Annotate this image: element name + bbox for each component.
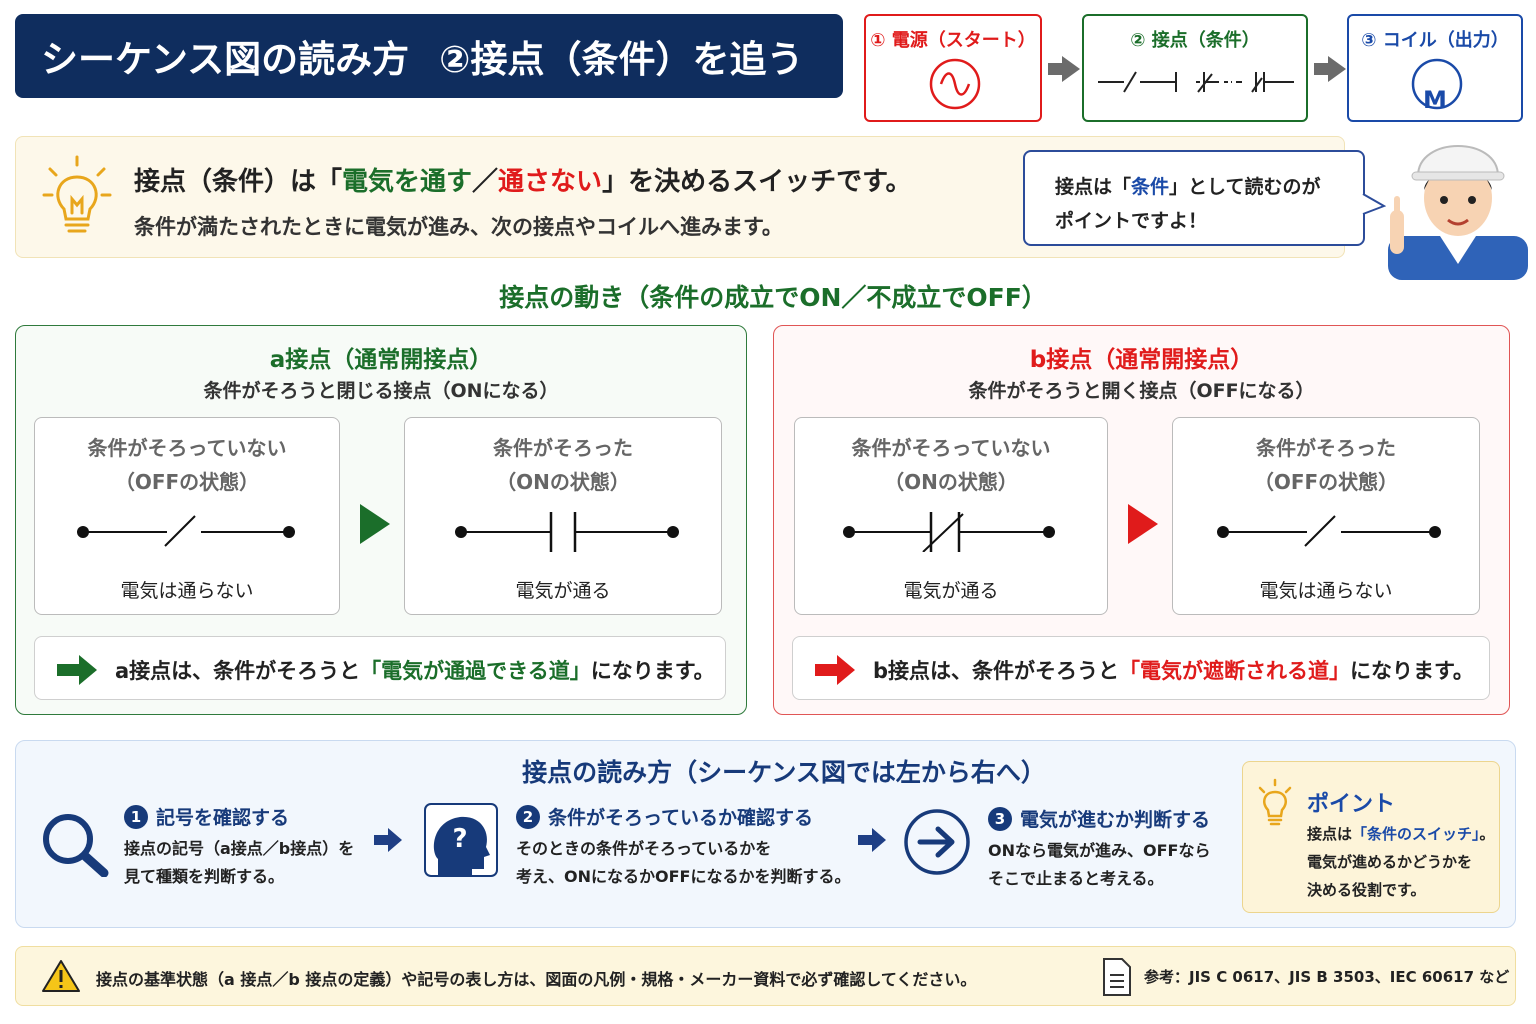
section-contact-motion-title: 接点の動き（条件の成立でON／不成立でOFF）: [499, 283, 1047, 312]
step-2-text: そのときの条件がそろっているかを考え、ONになるかOFFになるかを判断する。: [516, 839, 851, 886]
flow-coil-label: ③ コイル（出力）: [1361, 30, 1509, 51]
card-condition: 条件がそろっていない: [851, 436, 1051, 460]
a-contact-desc: 条件がそろうと閉じる接点（ONになる）: [203, 380, 559, 402]
red-arrow-icon: [815, 655, 855, 685]
intro-line-2: 条件が満たされたときに電気が進み、次の接点やコイルへ進みます。: [134, 215, 783, 239]
flow-coil-box: ③ コイル（出力） M: [1347, 14, 1523, 122]
flow-contact-box: ② 接点（条件）: [1082, 14, 1308, 122]
worker-character-illustration: [1388, 145, 1528, 280]
b-contact-note: b接点は、条件がそろうと「電気が遮断される道」になります。: [792, 636, 1490, 700]
ac-source-icon: [929, 58, 981, 110]
card-condition: 条件がそろった: [1256, 436, 1396, 460]
step-1-text: 接点の記号（a接点／b接点）を見て種類を判断する。: [124, 839, 355, 886]
card-state: （ONの状態）: [884, 470, 1018, 494]
svg-text:?: ?: [452, 824, 467, 854]
card-result: 電気は通らない: [120, 580, 254, 602]
a-contact-open-symbol: [77, 515, 295, 547]
contact-symbols-icon: [1098, 71, 1294, 93]
card-state: （OFFの状態）: [114, 470, 260, 494]
card-condition: 条件がそろった: [493, 436, 633, 460]
point-text: 接点は「条件のスイッチ」。 電気が進めるかどうかを 決める役割です。: [1307, 825, 1495, 899]
a-contact-transition-arrow: [360, 504, 390, 544]
flow-arrow-1: [1048, 56, 1080, 82]
section-reading-title: 接点の読み方（シーケンス図では左から右へ）: [522, 758, 1046, 787]
card-result: 電気が通る: [903, 580, 999, 602]
green-arrow-icon: [57, 655, 97, 685]
a-contact-closed-symbol: [455, 512, 679, 552]
b-contact-transition-arrow: [1128, 504, 1158, 544]
card-result: 電気が通る: [515, 580, 611, 602]
b-contact-off-card: 条件がそろった （OFFの状態） 電気は通らない: [1172, 417, 1480, 615]
motor-coil-icon: [1411, 58, 1463, 110]
step-arrow-1: [374, 828, 402, 852]
flow-power-label: ① 電源（スタート）: [870, 30, 1036, 51]
flow-contact-label: ② 接点（条件）: [1130, 30, 1260, 51]
b-contact-panel: b接点（通常開接点） 条件がそろうと開く接点（OFFになる） 条件がそろっていな…: [773, 325, 1510, 715]
card-state: （ONの状態）: [496, 470, 630, 494]
document-icon: [1103, 958, 1131, 996]
warning-icon: [42, 960, 80, 992]
a-contact-off-card: 条件がそろっていない （OFFの状態） 電気は通らない: [34, 417, 340, 615]
flow-power-box: ① 電源（スタート）: [864, 14, 1042, 122]
b-contact-title: b接点（通常開接点）: [1029, 347, 1254, 373]
question-head-icon: ?: [424, 803, 498, 877]
point-box: ポイント 接点は「条件のスイッチ」。 電気が進めるかどうかを 決める役割です。: [1242, 761, 1500, 913]
a-contact-note: a接点は、条件がそろうと「電気が通過できる道」になります。: [34, 636, 726, 700]
coil-symbol: M: [1423, 86, 1447, 114]
footer-warning-text: 接点の基準状態（a 接点／b 接点の定義）や記号の表し方は、図面の凡例・規格・メ…: [96, 970, 977, 989]
b-contact-open-symbol: [1217, 515, 1441, 547]
page-title: シーケンス図の読み方 ②接点（条件）を追う: [15, 14, 843, 98]
circle-arrow-icon: [904, 809, 970, 875]
title-sub: ②接点（条件）を追う: [439, 38, 804, 81]
step-3-text: ONなら電気が進み、OFFならそこで止まると考える。: [988, 841, 1211, 888]
title-main: シーケンス図の読み方: [41, 38, 410, 81]
lightbulb-icon: [42, 155, 112, 233]
intro-line-1: 接点（条件）は「電気を通す／通さない」を決めるスイッチです。: [134, 167, 912, 197]
footer-reference-text: 参考：JIS C 0617、JIS B 3503、IEC 60617 など: [1144, 968, 1510, 986]
card-state: （OFFの状態）: [1253, 470, 1399, 494]
a-contact-title: a接点（通常開接点）: [269, 347, 493, 373]
footer-note: 接点の基準状態（a 接点／b 接点の定義）や記号の表し方は、図面の凡例・規格・メ…: [15, 946, 1516, 1006]
b-contact-on-card: 条件がそろっていない （ONの状態） 電気が通る: [794, 417, 1108, 615]
b-contact-desc: 条件がそろうと開く接点（OFFになる）: [968, 380, 1315, 402]
lightbulb-icon: [1258, 778, 1292, 826]
card-condition: 条件がそろっていない: [87, 436, 287, 460]
speech-bubble: 接点は「条件」として読むのが ポイントですよ！: [1023, 150, 1365, 246]
a-contact-on-card: 条件がそろった （ONの状態） 電気が通る: [404, 417, 722, 615]
magnifier-icon: [43, 814, 109, 877]
flow-arrow-2: [1314, 56, 1346, 82]
card-result: 電気は通らない: [1259, 580, 1393, 602]
bubble-tail: [1362, 193, 1386, 215]
a-contact-panel: a接点（通常開接点） 条件がそろうと閉じる接点（ONになる） 条件がそろっていな…: [15, 325, 747, 715]
point-heading: ポイント: [1307, 792, 1396, 817]
b-contact-closed-symbol: [843, 512, 1055, 552]
step-arrow-2: [858, 828, 886, 852]
